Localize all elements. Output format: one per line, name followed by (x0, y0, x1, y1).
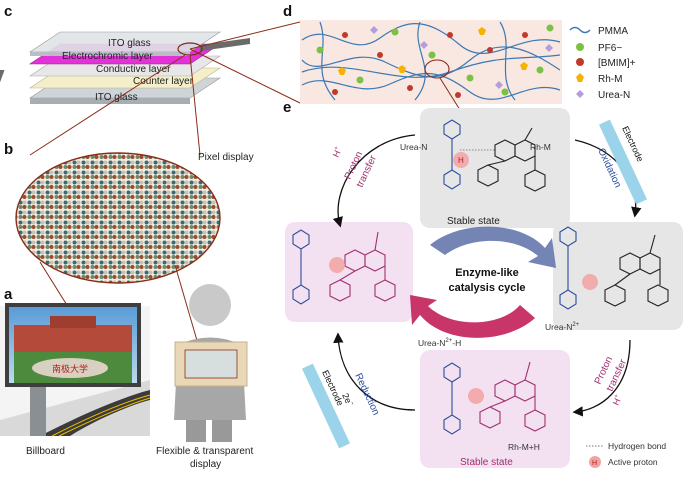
panel-label-d: d (283, 3, 292, 20)
billboard-label: Billboard (26, 446, 65, 457)
protonated-state-left-box (285, 222, 413, 322)
molecule-bottom (443, 361, 546, 435)
hydrogen-bond-label: Hydrogen bond (608, 441, 666, 451)
urea-n-label: Urea-N (400, 142, 427, 152)
legend: PMMA PF6− [BMIM]+ Rh-M Urea-N (569, 26, 636, 101)
legend-pf6-icon (576, 43, 584, 51)
active-proton-icon-label: H (592, 460, 597, 467)
rh-m-label: Rh-M (530, 142, 551, 152)
device-stack (0, 31, 250, 108)
billboard-scene: 南极大学 (0, 303, 151, 437)
person-holding-display (174, 284, 248, 442)
legend-pmma: PMMA (598, 26, 628, 37)
pixel-display-label: Pixel display (198, 152, 254, 163)
molecule-right (559, 226, 669, 310)
pmma-chains (301, 21, 561, 101)
cycle-center-line2: catalysis cycle (448, 282, 525, 294)
flexible-label-line2: display (190, 459, 221, 470)
connector-c-b-left (29, 54, 186, 156)
molecule-left (292, 229, 396, 305)
h-plus-bottom: H+ (611, 393, 625, 407)
urea-n2-label: Urea-N2+ (545, 322, 580, 332)
reduction-label: Reduction (352, 372, 381, 417)
legend-urean-icon (576, 90, 584, 98)
flexible-label-line1: Flexible & transparent (156, 446, 253, 457)
layer-ito-top: ITO glass (108, 38, 151, 49)
two-e-bottom: 2e− (340, 392, 355, 409)
layer-conductive: Conductive layer (96, 64, 171, 75)
panel-label-b: b (4, 141, 13, 158)
cycle-center-line1: Enzyme-like (455, 267, 519, 279)
legend-bmim: [BMIM]+ (598, 58, 636, 69)
urea-n2-h-label: Urea-N2+-H (418, 338, 461, 348)
panel-label-c: c (4, 3, 12, 20)
active-proton-bottom (468, 388, 484, 404)
connector-b-billboard (39, 261, 71, 311)
active-proton-top (453, 152, 469, 168)
electrode-top (598, 119, 648, 205)
layer-ito-bottom: ITO glass (95, 92, 138, 103)
active-proton-label: Active proton (608, 457, 658, 467)
legend-urean: Urea-N (598, 90, 630, 101)
electrode-bottom (301, 363, 351, 449)
ion-dots (316, 24, 554, 98)
active-proton-top-label: H (458, 156, 464, 165)
stable-state-bottom-label: Stable state (460, 457, 513, 468)
legend-rhm: Rh-M (598, 74, 622, 85)
panel-label-e: e (283, 99, 291, 116)
catalysis-cycle-arrows (410, 226, 556, 338)
connector-c-d-top (189, 21, 301, 50)
rh-m-h-label: Rh-M+H (508, 442, 540, 452)
layer-electrochromic: Electrochromic layer (62, 51, 153, 62)
active-proton-left (329, 257, 345, 273)
connector-c-d-bottom (189, 48, 301, 104)
legend-pmma-icon (569, 26, 591, 34)
arrow-proton-transfer-bottom (572, 339, 631, 417)
arrow-reduction (333, 332, 416, 411)
legend-bmim-icon (576, 58, 584, 66)
connector-d-e (439, 77, 461, 111)
connector-c-b-right (189, 54, 201, 156)
molecule-top (443, 119, 546, 192)
layer-counter: Counter layer (133, 76, 194, 87)
panel-label-a: a (4, 286, 13, 303)
oxidized-state-right-box (553, 222, 683, 330)
billboard-text: 南极大学 (52, 363, 88, 374)
stable-state-top-label: Stable state (447, 216, 500, 227)
legend-pf6: PF6− (598, 43, 622, 54)
h-plus-top: H+ (331, 145, 345, 159)
pixel-display-ellipse (15, 152, 221, 284)
legend-rhm-icon (576, 73, 584, 82)
active-proton-right (582, 274, 598, 290)
active-proton-icon (589, 456, 601, 468)
arrow-proton-transfer-top (332, 134, 416, 228)
